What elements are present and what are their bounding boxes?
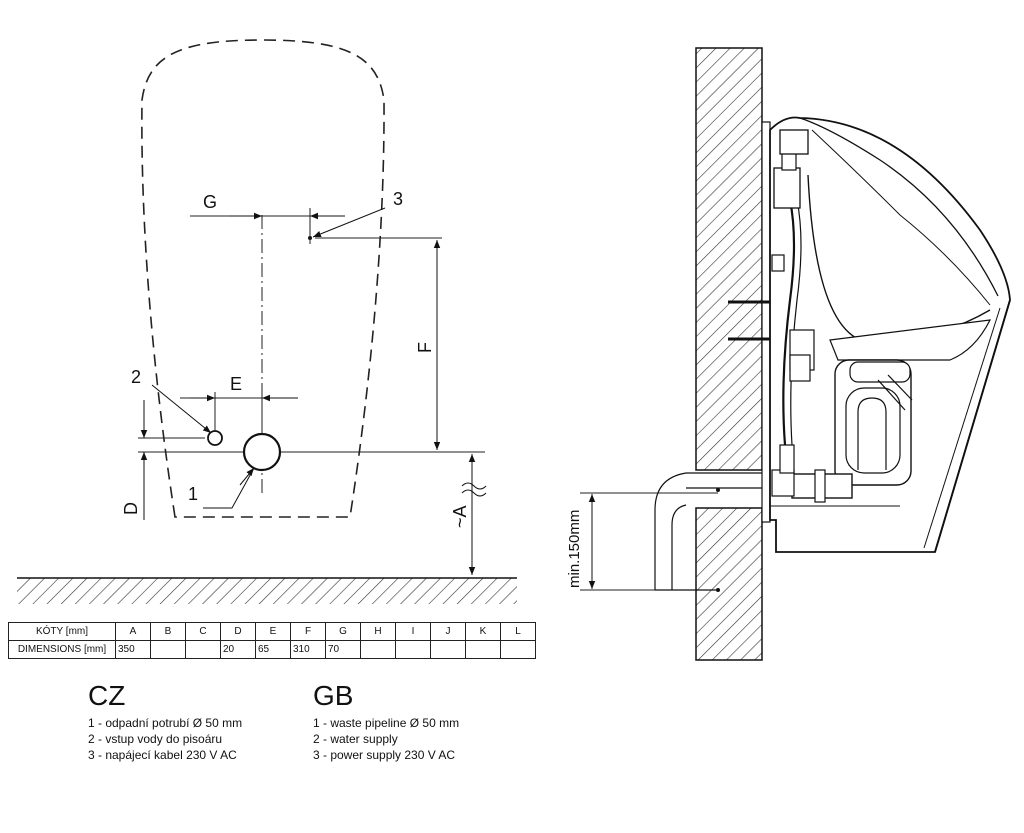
- table-values-row: DIMENSIONS [mm] 350 20 65 310 70: [8, 640, 536, 659]
- label-f: F: [415, 342, 435, 353]
- column-header: A: [115, 622, 151, 641]
- legend-gb-item: 3 - power supply 230 V AC: [313, 748, 456, 762]
- legend-cz-item: 3 - napájecí kabel 230 V AC: [88, 748, 237, 762]
- legend-gb-item: 1 - waste pipeline Ø 50 mm: [313, 716, 460, 730]
- column-header: F: [290, 622, 326, 641]
- legend-gb-title: GB: [313, 680, 354, 711]
- legend-cz-item: 2 - vstup vody do pisoáru: [88, 732, 223, 746]
- label-item1: 1: [188, 484, 198, 504]
- column-header: K: [465, 622, 501, 641]
- value-cell: 65: [255, 640, 291, 659]
- value-cell: [500, 640, 536, 659]
- value-cell: [465, 640, 501, 659]
- value-cell: 70: [325, 640, 361, 659]
- value-cell: 310: [290, 640, 326, 659]
- table-header-label: KÓTY [mm]: [8, 622, 116, 641]
- column-header: E: [255, 622, 291, 641]
- value-cell: [360, 640, 396, 659]
- floor-hatching: [17, 578, 517, 604]
- value-cell: 350: [115, 640, 151, 659]
- label-e: E: [230, 374, 242, 394]
- column-header: D: [220, 622, 256, 641]
- value-cell: [185, 640, 221, 659]
- column-header: G: [325, 622, 361, 641]
- label-item2: 2: [131, 367, 141, 387]
- front-view: G 3 F E 2 1 D ~A: [17, 39, 517, 604]
- table-header-row: KÓTY [mm] A B C D E F G H I J K L: [8, 622, 536, 641]
- label-item3: 3: [393, 189, 403, 209]
- value-cell: [150, 640, 186, 659]
- column-header: C: [185, 622, 221, 641]
- dimensions-table: KÓTY [mm] A B C D E F G H I J K L DIMENS…: [8, 622, 536, 659]
- side-view: min.150mm: [566, 47, 1011, 661]
- value-cell: [430, 640, 466, 659]
- column-header: I: [395, 622, 431, 641]
- waste-pipe-circle: [242, 432, 282, 472]
- wall-lower: [695, 507, 763, 661]
- legend-cz-title: CZ: [88, 680, 126, 711]
- wall-upper: [695, 47, 763, 471]
- legend-cz: CZ 1 - odpadní potrubí Ø 50 mm 2 - vstup…: [88, 680, 242, 763]
- label-g: G: [203, 192, 217, 212]
- value-cell: 20: [220, 640, 256, 659]
- column-header: L: [500, 622, 536, 641]
- legend-gb-item: 2 - water supply: [313, 732, 398, 746]
- column-header: B: [150, 622, 186, 641]
- column-header: H: [360, 622, 396, 641]
- label-d: D: [121, 502, 141, 515]
- urinal-outline: [141, 39, 385, 518]
- min-clearance-label: min.150mm: [566, 510, 583, 588]
- legend-gb: GB 1 - waste pipeline Ø 50 mm 2 - water …: [313, 680, 459, 763]
- column-header: J: [430, 622, 466, 641]
- table-values-label: DIMENSIONS [mm]: [8, 640, 116, 659]
- legend-cz-item: 1 - odpadní potrubí Ø 50 mm: [88, 716, 243, 730]
- value-cell: [395, 640, 431, 659]
- water-inlet-circle: [207, 430, 223, 446]
- label-a: ~A: [450, 505, 470, 528]
